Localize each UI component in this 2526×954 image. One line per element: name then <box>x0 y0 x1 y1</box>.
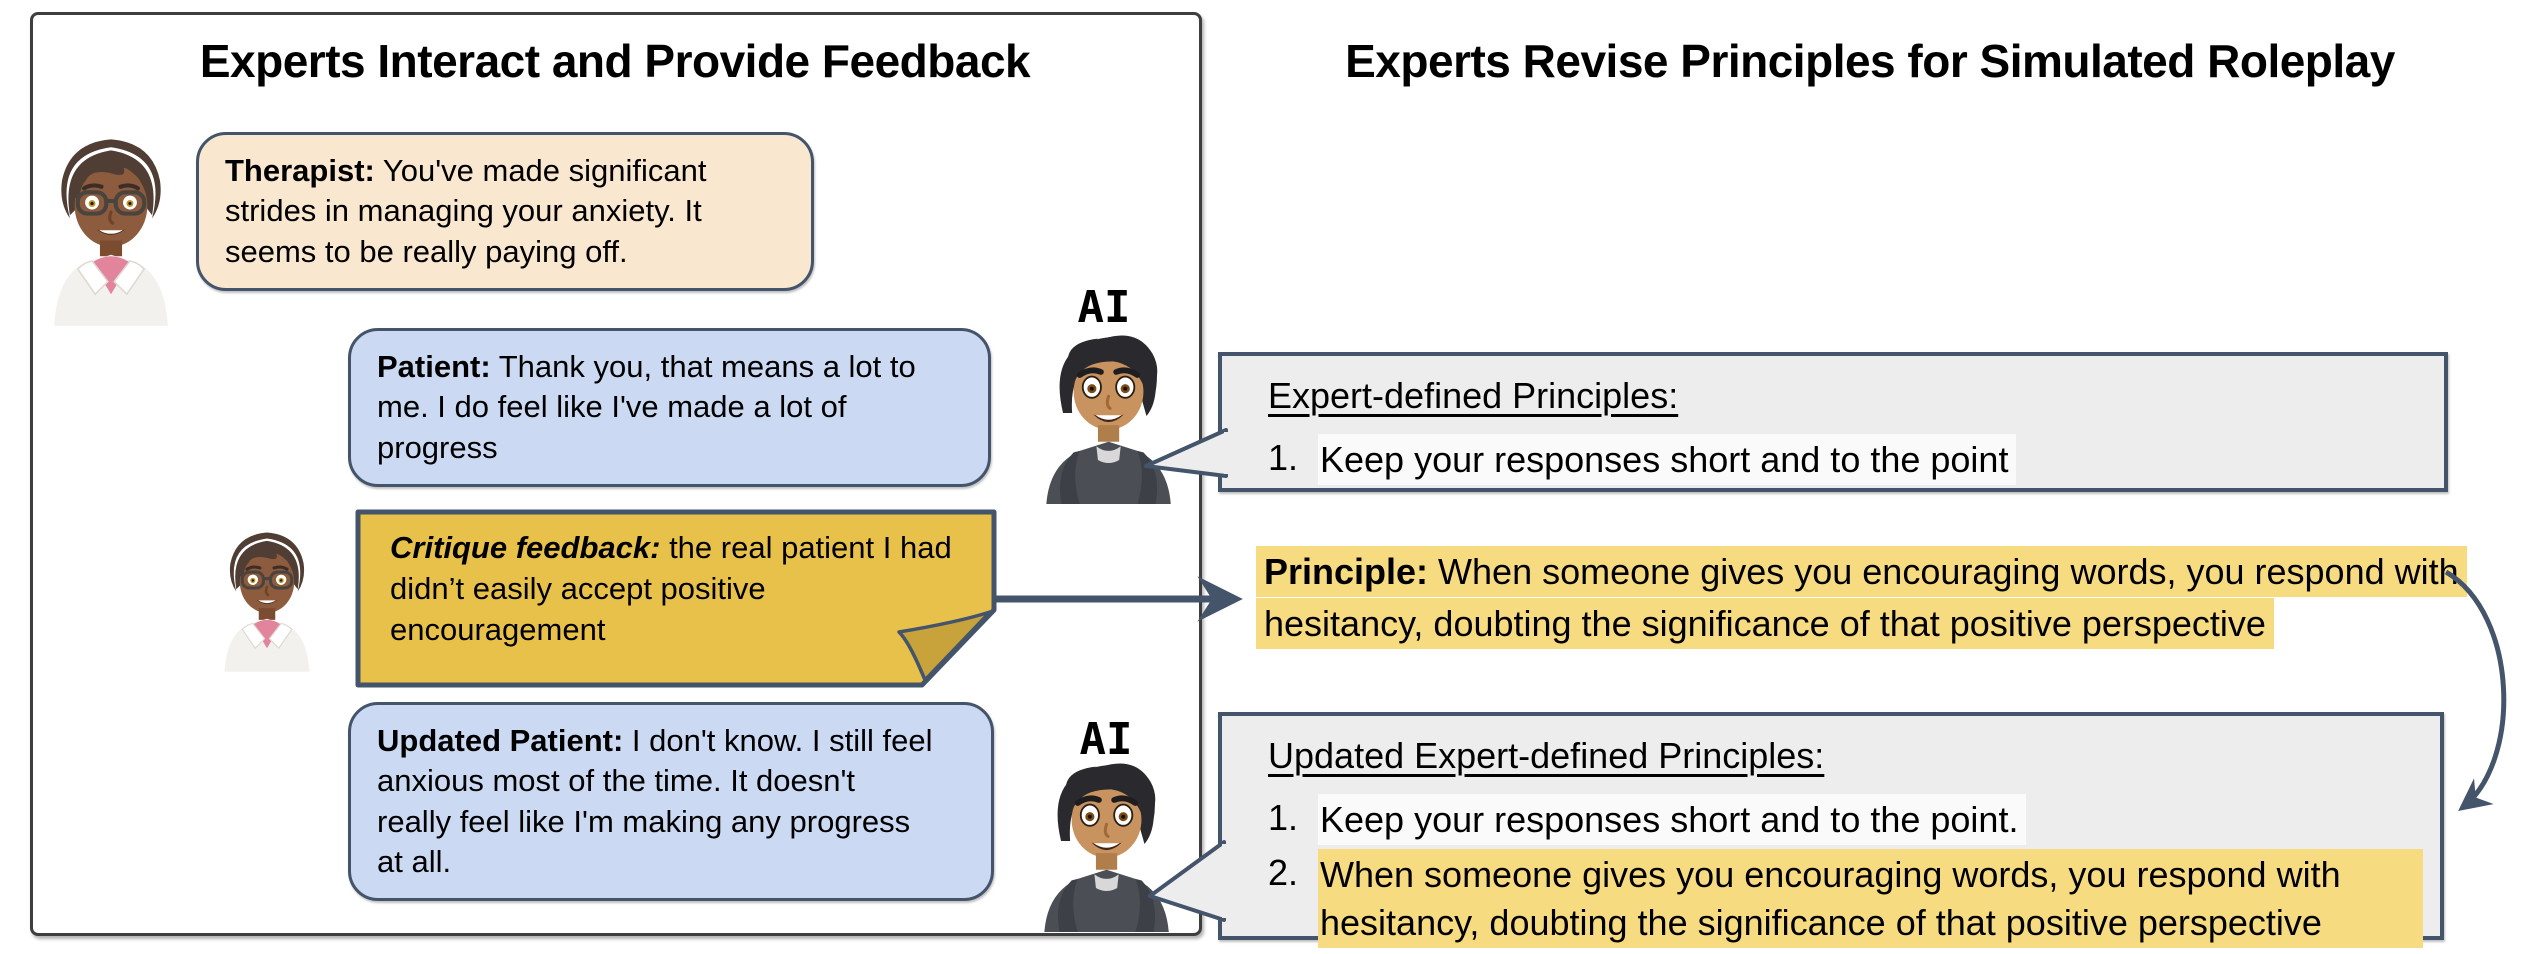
item-number: 2. <box>1268 852 1299 894</box>
principles-heading: Expert-defined Principles: <box>1268 375 1679 416</box>
principles-box-tail <box>1144 428 1244 478</box>
ai-label: AI <box>1079 714 1133 765</box>
item-number: 1. <box>1268 436 1299 478</box>
principle-item: 1. Keep your responses short and to the … <box>1268 433 2430 486</box>
critique-text: the real patient I had didn’t easily acc… <box>390 530 952 647</box>
critique-feedback-note: Critique feedback: the real patient I ha… <box>390 528 956 651</box>
item-text: When someone gives you encouraging words… <box>1318 849 2423 949</box>
item-text: Keep your responses short and to the poi… <box>1318 793 2027 846</box>
speaker-label: Patient: <box>377 349 491 384</box>
principle-to-updated-arrow <box>2444 569 2507 811</box>
therapist-message-bubble: Therapist: You've made significant strid… <box>196 132 814 291</box>
item-text: Keep your responses short and to the poi… <box>1318 433 2017 486</box>
speaker-label: Therapist: <box>225 153 375 188</box>
updated-principles-heading: Updated Expert-defined Principles: <box>1268 735 1825 776</box>
therapist-avatar <box>32 136 190 326</box>
principle-label: Principle: <box>1264 551 1429 592</box>
message-text: Thank you, that means a lot to me. I do … <box>377 349 916 465</box>
therapist-avatar <box>208 510 326 692</box>
updated-patient-message-bubble: Updated Patient: I don't know. I still f… <box>348 702 994 902</box>
ai-label: AI <box>1077 282 1131 333</box>
updated-principles-box: Updated Expert-defined Principles: 1. Ke… <box>1218 712 2444 949</box>
critique-note-shape <box>355 509 997 688</box>
feedback-to-principle-arrow <box>995 576 1243 622</box>
critique-label: Critique feedback: <box>390 530 661 565</box>
item-number: 1. <box>1268 796 1299 838</box>
principles-box: Expert-defined Principles: 1. Keep your … <box>1218 352 2448 492</box>
principle-item: 2. When someone gives you encouraging wo… <box>1268 849 2426 949</box>
note-fold-corner <box>897 610 992 682</box>
speaker-label: Updated Patient: <box>377 723 624 758</box>
principle-item: 1. Keep your responses short and to the … <box>1268 793 2426 846</box>
updated-box-tail <box>1148 840 1242 922</box>
principle-text: When someone gives you encouraging words… <box>1264 551 2459 645</box>
message-text: You've made significant strides in manag… <box>225 153 707 269</box>
patient-message-bubble: Patient: Thank you, that means a lot to … <box>348 328 991 487</box>
message-text: I don't know. I still feel anxious most … <box>377 723 933 879</box>
right-panel-title: Experts Revise Principles for Simulated … <box>1345 35 2395 87</box>
principle-callout: Principle: When someone gives you encour… <box>1256 546 2471 650</box>
left-panel-title: Experts Interact and Provide Feedback <box>199 35 1031 87</box>
